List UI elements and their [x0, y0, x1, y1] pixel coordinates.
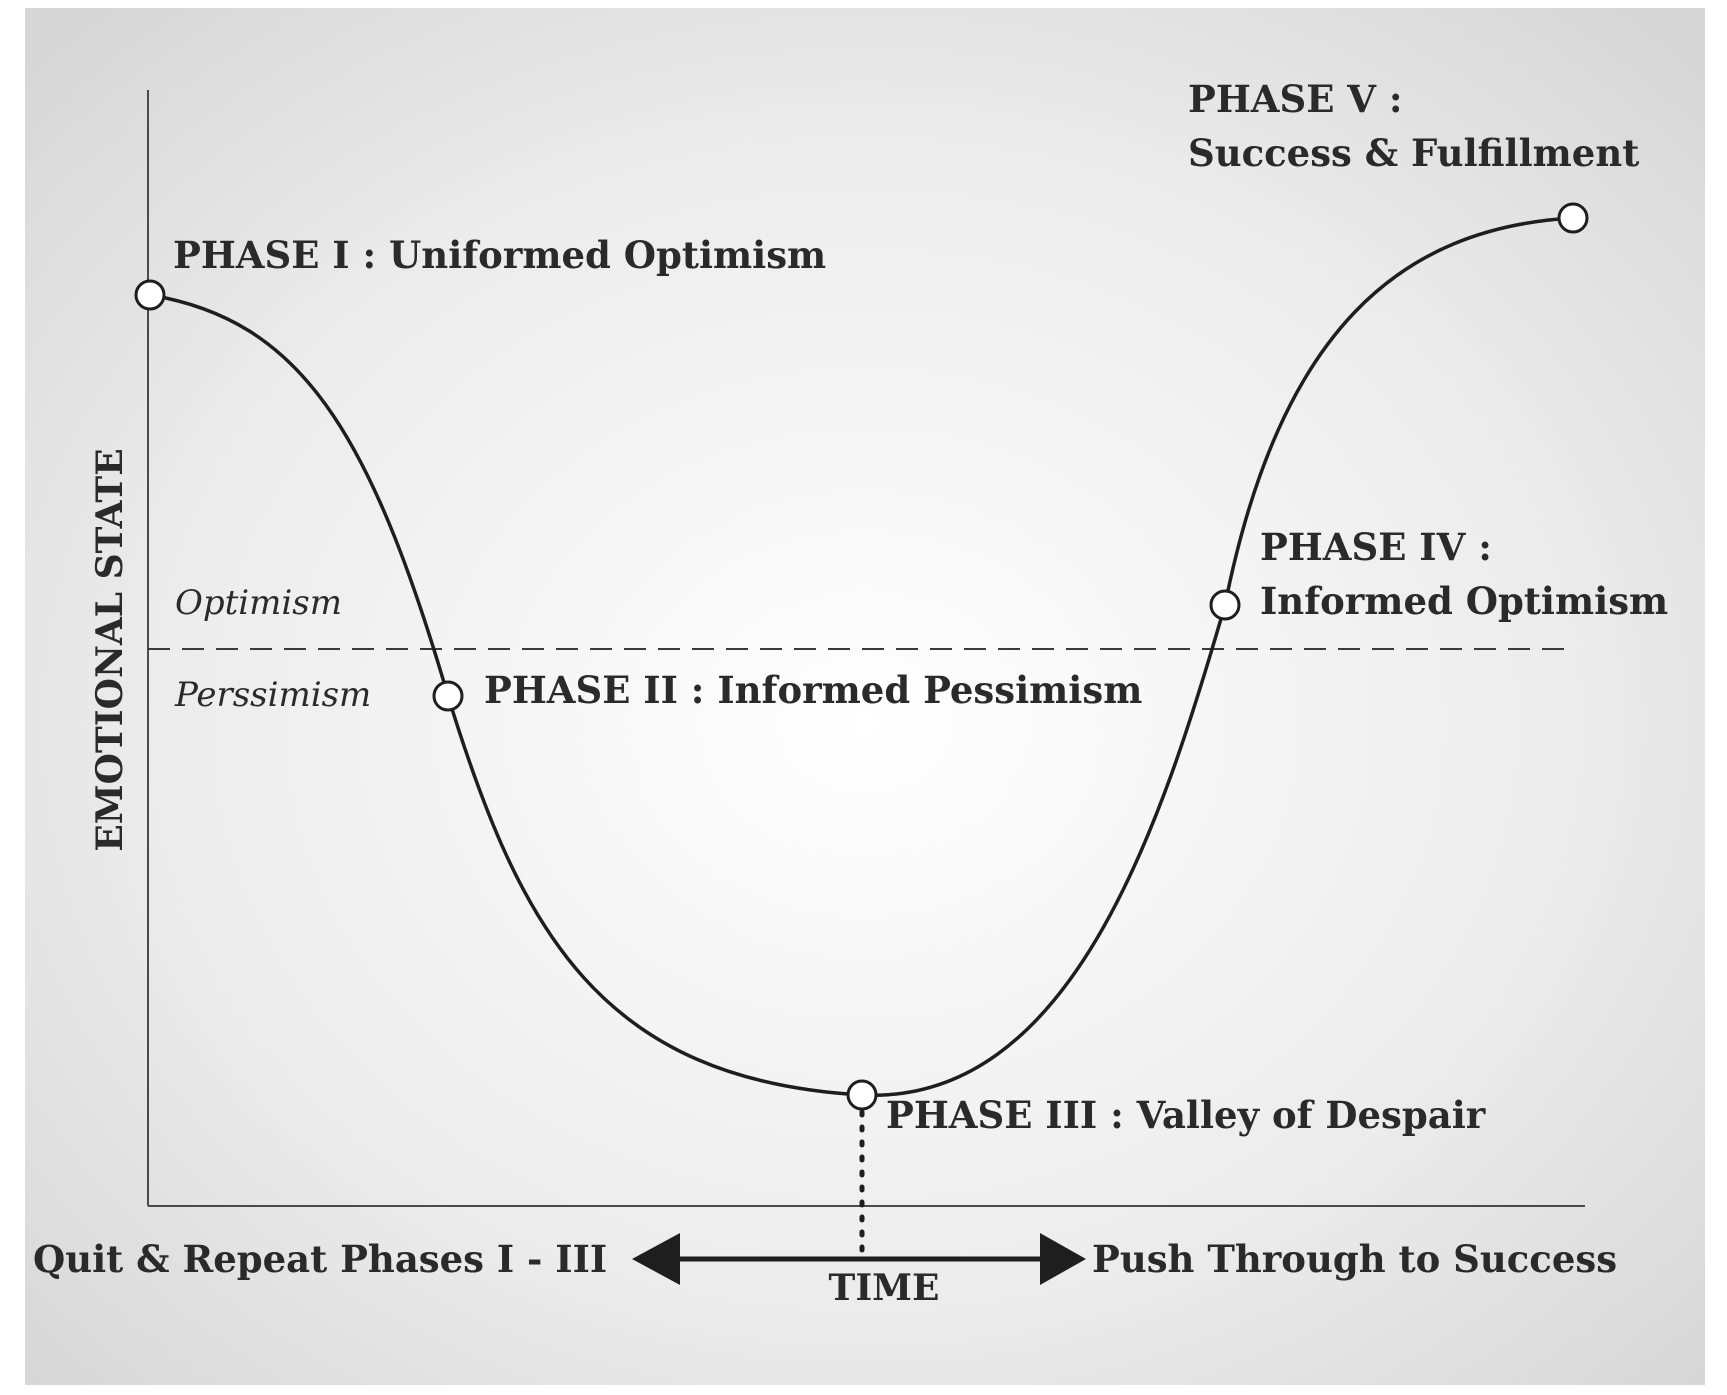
phase-5-marker	[1557, 202, 1589, 234]
time-arrow-left-head	[632, 1233, 680, 1285]
x-axis-label: TIME	[829, 1267, 940, 1309]
y-axis-label: EMOTIONAL STATE	[89, 448, 131, 851]
left-outcome-label: Quit & Repeat Phases I - III	[33, 1237, 607, 1281]
time-arrow-right-head	[1040, 1233, 1086, 1285]
phase-4-label-line2: Informed Optimism	[1260, 579, 1668, 623]
phase-2-marker	[432, 680, 464, 712]
phase-3-label: PHASE III : Valley of Despair	[886, 1093, 1486, 1137]
right-outcome-label: Push Through to Success	[1092, 1237, 1617, 1281]
diagram-background	[25, 8, 1705, 1385]
phase-1-label: PHASE I : Uniformed Optimism	[173, 233, 826, 277]
phase-4-marker	[1209, 589, 1241, 621]
phase-1-marker	[134, 279, 166, 311]
zone-optimism-label: Optimism	[175, 583, 342, 623]
phase-5-label-line2: Success & Fulfillment	[1188, 131, 1639, 175]
phase-4-label-line1: PHASE IV :	[1260, 525, 1492, 569]
phase-2-label: PHASE II : Informed Pessimism	[484, 668, 1142, 712]
zone-pessimism-label: Perssimism	[174, 675, 371, 715]
phase-3-marker	[846, 1079, 878, 1111]
phase-5-label-line1: PHASE V :	[1188, 77, 1403, 121]
